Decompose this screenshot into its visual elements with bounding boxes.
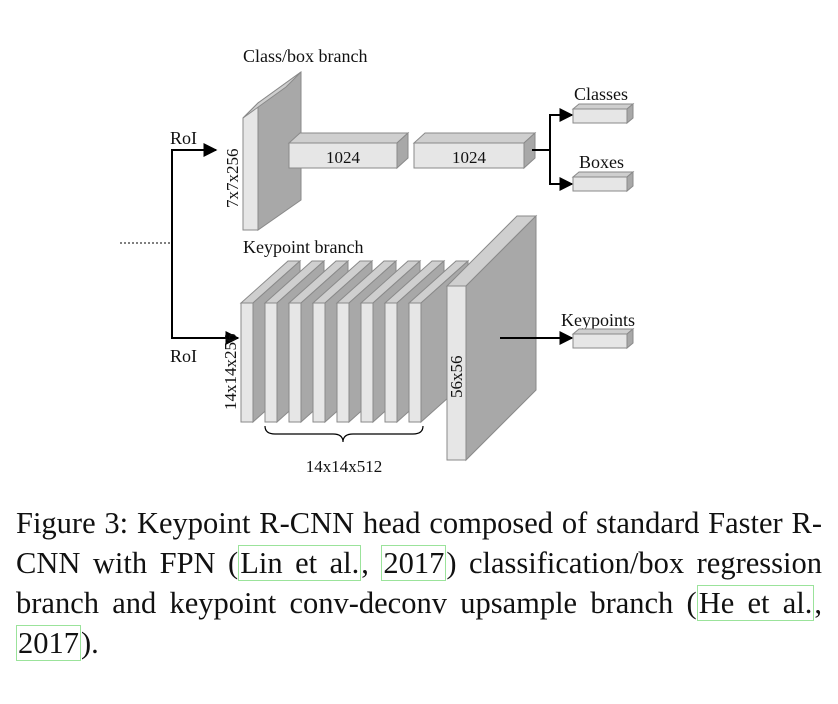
caption-text-1: Figure 3: Keypoint R-CNN head composed o… <box>16 506 822 580</box>
boxes-label: Boxes <box>579 152 624 172</box>
caption-sep-2: , <box>814 586 822 620</box>
conv-stack-label: 14x14x512 <box>306 457 383 476</box>
feature-7x7-box <box>242 71 302 231</box>
conv-stack <box>239 259 470 424</box>
caption-sep-1: , <box>361 546 382 580</box>
roi-bottom-label: RoI <box>170 346 197 366</box>
citation-he-year-link[interactable]: 2017 <box>16 625 81 661</box>
keypoint-rcnn-diagram: RoI RoI Class/box branch 7x7x256 1024 10… <box>120 46 635 476</box>
roi-split-line <box>171 149 215 339</box>
keypoints-output-box <box>571 327 635 350</box>
feature-14x14-label: 14x14x256 <box>221 334 240 411</box>
caption-text-2: ) classification/box regression branch a… <box>16 546 822 620</box>
fc1-box <box>287 131 410 170</box>
fc2-box <box>412 131 537 170</box>
classes-label: Classes <box>574 84 628 104</box>
classes-output-box <box>571 102 635 125</box>
conv-brace <box>264 425 424 443</box>
fc-split-line <box>549 114 570 185</box>
keypoint-branch-label: Keypoint branch <box>243 237 363 257</box>
citation-lin-year-link[interactable]: 2017 <box>381 545 447 581</box>
caption-text-3: ). <box>81 626 99 660</box>
citation-he-author-link[interactable]: He et al. <box>696 585 815 621</box>
citation-lin-author-link[interactable]: Lin et al. <box>238 545 362 581</box>
feature-7x7-label: 7x7x256 <box>223 149 242 209</box>
deconv-label: 56x56 <box>447 356 466 399</box>
class-box-branch-label: Class/box branch <box>243 46 367 66</box>
fc1-label: 1024 <box>326 148 361 167</box>
keypoints-label: Keypoints <box>561 310 635 330</box>
figure-caption: Figure 3: Keypoint R-CNN head composed o… <box>16 503 822 663</box>
boxes-output-box <box>571 170 635 193</box>
roi-top-label: RoI <box>170 128 197 148</box>
fc2-label: 1024 <box>452 148 487 167</box>
